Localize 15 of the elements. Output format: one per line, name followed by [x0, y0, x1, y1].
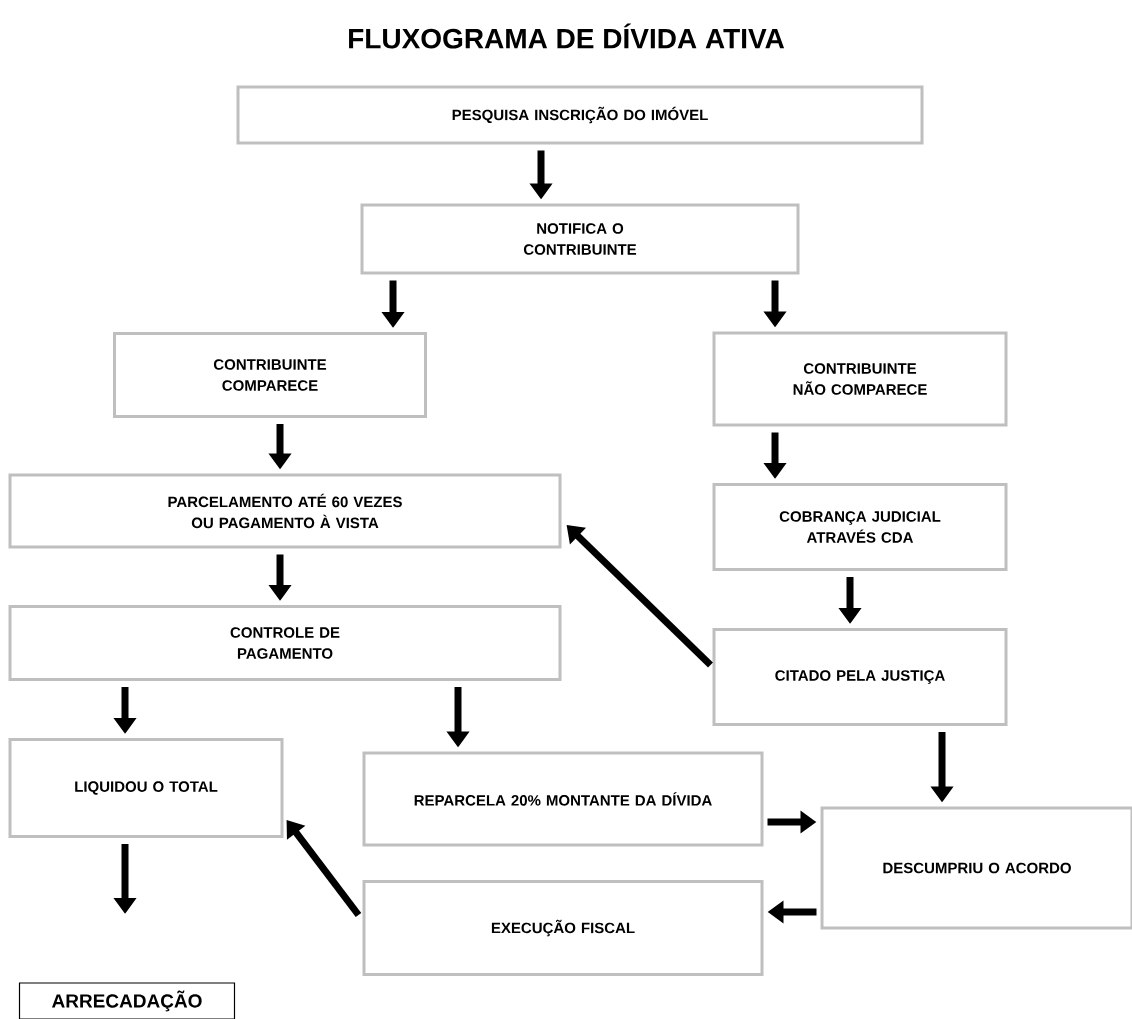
- process-box: CONTRIBUINTE COMPARECE: [113, 332, 427, 418]
- process-box: PESQUISA INSCRIÇÃO DO IMÓVEL: [236, 85, 924, 145]
- process-box: LIQUIDOU O TOTAL: [8, 738, 284, 838]
- process-box: PARCELAMENTO ATÉ 60 VEZES OU PAGAMENTO À VISTA: [8, 473, 562, 549]
- process-box: CITADO PELA JUSTIÇA: [712, 628, 1008, 726]
- process-box: EXECUÇÃO FISCAL: [362, 880, 764, 976]
- process-box: NOTIFICA O CONTRIBUINTE: [360, 203, 800, 275]
- process-box: COBRANÇA JUDICIAL ATRAVÉS CDA: [712, 483, 1008, 571]
- label-box: ARRECADAÇÃO: [18, 982, 236, 1019]
- process-box: REPARCELA 20% MONTANTE DA DÍVIDA: [362, 751, 764, 847]
- arrow: [286, 820, 362, 918]
- title: FLUXOGRAMA DE DÍVIDA ATIVA: [349, 23, 785, 49]
- process-box: CONTRIBUINTE NÃO COMPARECE: [712, 331, 1008, 427]
- process-box: DESCUMPRIU O ACORDO: [820, 806, 1132, 930]
- process-box: CONTROLE DE PAGAMENTO: [8, 605, 562, 681]
